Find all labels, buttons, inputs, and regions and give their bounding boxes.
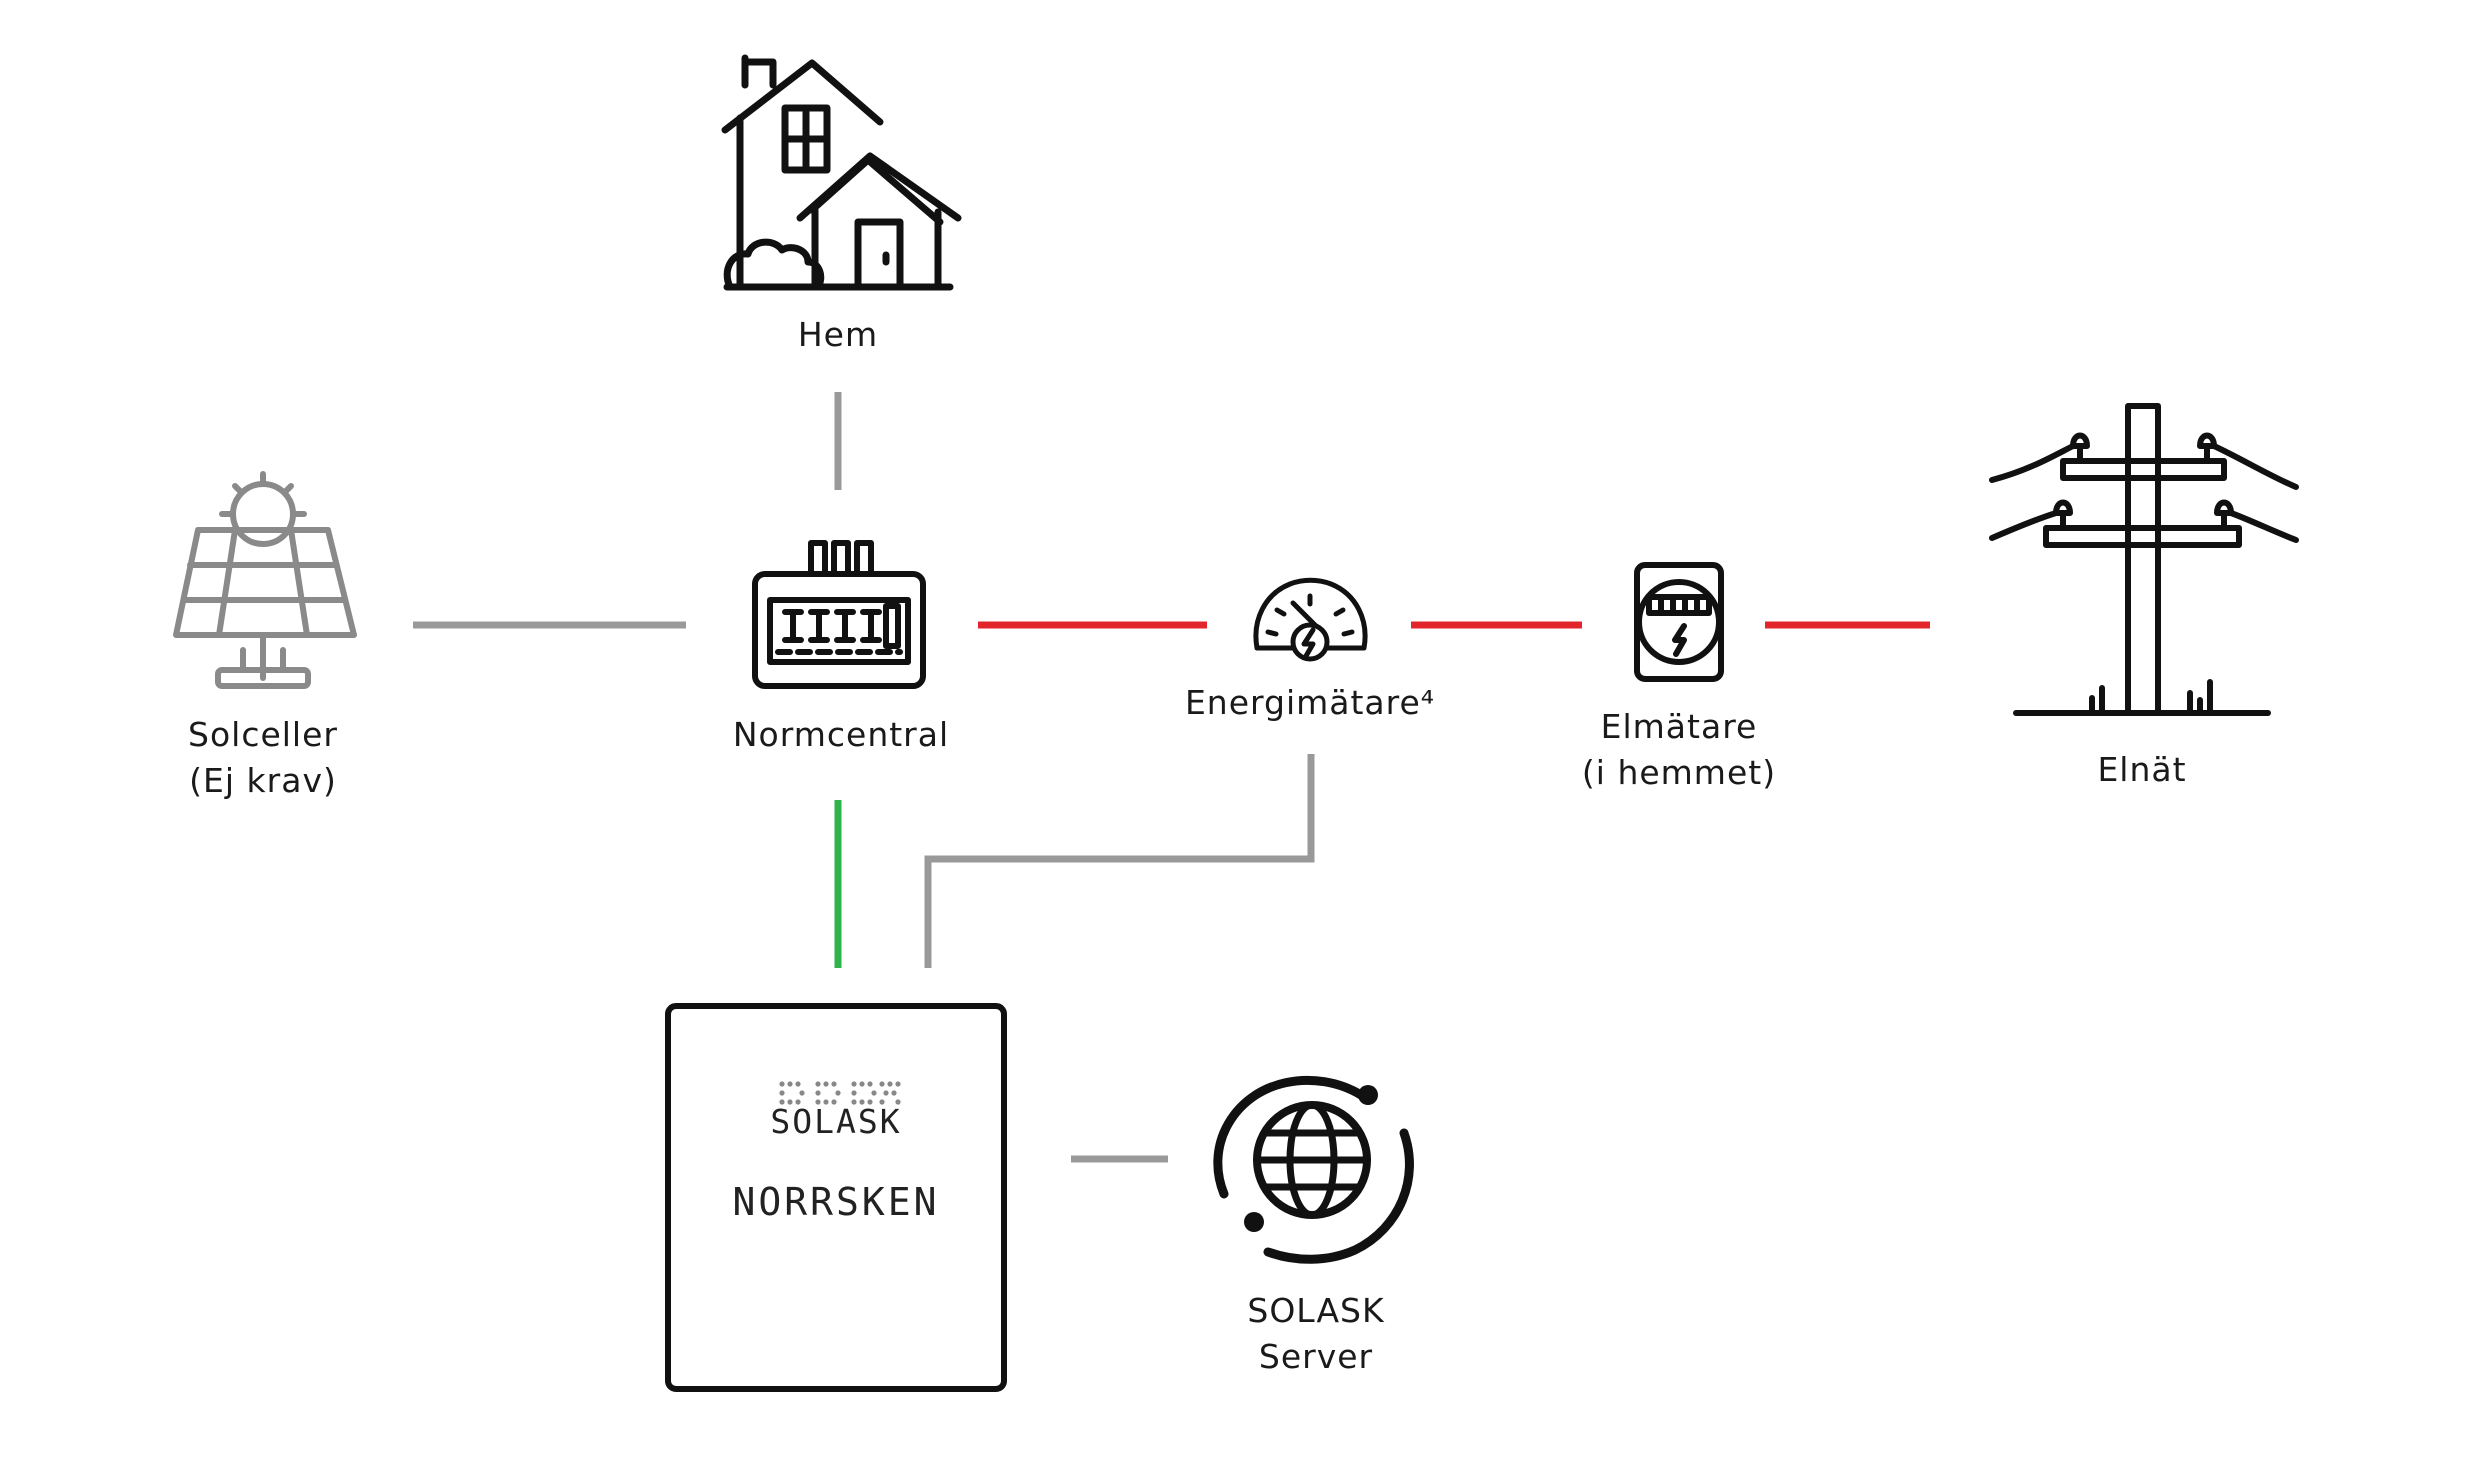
gauge-icon <box>1253 577 1368 662</box>
device-brand: SOLASK <box>770 1102 902 1141</box>
solar-panel-icon <box>173 471 357 689</box>
label-home: Hem <box>738 312 938 358</box>
label-server-line2: Server <box>1258 1337 1374 1376</box>
label-normcentral: Normcentral <box>706 712 976 758</box>
power-pole-icon <box>1989 403 2299 716</box>
label-server: SOLASK Server <box>1196 1288 1436 1380</box>
label-elmatare-line1: Elmätare <box>1600 707 1758 746</box>
norrsken-device <box>665 1003 1007 1392</box>
label-normcentral-text: Normcentral <box>732 715 950 754</box>
label-elnat-text: Elnät <box>2097 750 2187 789</box>
label-elnat: Elnät <box>2042 747 2242 793</box>
label-energimatare-text: Energimätare⁴ <box>1184 683 1436 722</box>
device-model: NORRSKEN <box>732 1180 940 1224</box>
label-solar-line2: (Ej krav) <box>189 761 337 800</box>
label-home-text: Hem <box>797 315 879 354</box>
label-elmatare: Elmätare (i hemmet) <box>1554 704 1804 796</box>
label-server-line1: SOLASK <box>1247 1291 1385 1330</box>
house-icon <box>721 54 962 291</box>
label-elmatare-line2: (i hemmet) <box>1581 753 1777 792</box>
connections <box>413 392 1930 1163</box>
label-energimatare: Energimätare⁴ <box>1165 680 1455 726</box>
solask-logo-mark <box>779 1081 901 1105</box>
label-solar: Solceller (Ej krav) <box>148 712 378 804</box>
globe-icon <box>1213 1075 1414 1264</box>
link-energimatare-device <box>924 754 1315 968</box>
label-solar-line1: Solceller <box>188 715 338 754</box>
electric-meter-icon <box>1634 562 1724 682</box>
fuse-box-icon <box>752 540 926 689</box>
